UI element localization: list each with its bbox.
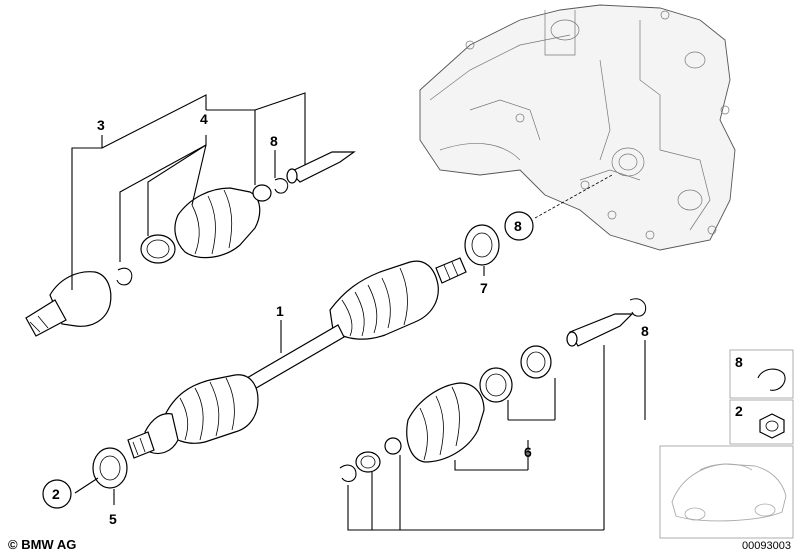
callout-5: 5: [109, 511, 117, 527]
leaders-right: [347, 340, 646, 531]
legend-box-8: [729, 349, 794, 399]
seal-7: [464, 224, 500, 276]
vehicle-thumbnail-box: [659, 445, 794, 539]
legend-panel: 8 2: [659, 349, 794, 539]
callout-8-left: 8: [270, 133, 278, 149]
legend-label-2: 2: [735, 403, 743, 419]
legend-label-8: 8: [735, 354, 743, 370]
copyright-notice: © BMW AG: [8, 537, 76, 552]
gearbox-illustration: [419, 4, 736, 251]
diagram-id: 00093003: [742, 540, 791, 552]
circlip-icon: [757, 368, 786, 391]
car-icon: [671, 463, 787, 522]
nut-icon: [759, 413, 785, 439]
seal-5: [74, 447, 128, 505]
callout-3: 3: [97, 117, 105, 133]
copyright-symbol: ©: [8, 537, 18, 552]
callout-4: 4: [200, 111, 208, 127]
callout-6: 6: [524, 444, 532, 460]
callout-7: 7: [480, 280, 488, 296]
callout-1: 1: [276, 303, 284, 319]
callout-8-circled: 8: [504, 211, 534, 241]
leaders-left: [71, 92, 306, 290]
callout-8-circled-label: 8: [514, 218, 522, 234]
callout-2-circled: 2: [42, 479, 72, 509]
callout-8-right: 8: [641, 323, 649, 339]
callout-2-circled-label: 2: [52, 486, 60, 502]
outer-joint-kit: [25, 151, 356, 337]
inner-joint-kit: [339, 298, 647, 483]
drive-shaft: [127, 257, 467, 459]
brand-name: BMW AG: [21, 537, 77, 552]
